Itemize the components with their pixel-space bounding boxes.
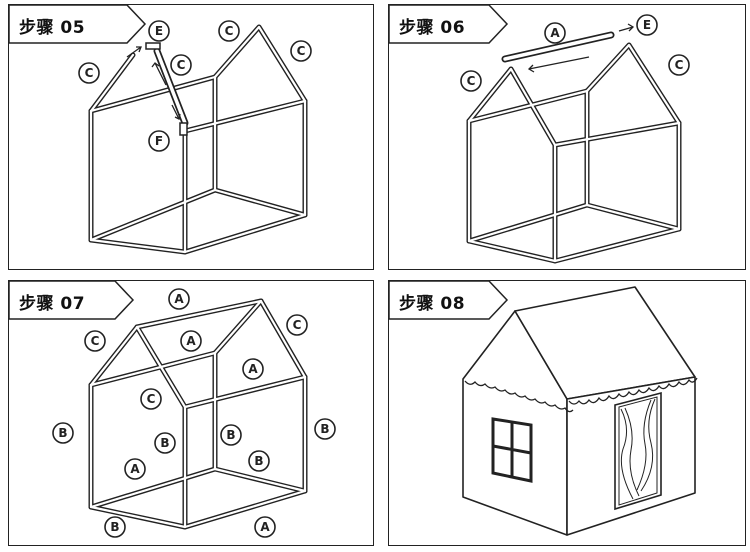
step-05-tag-shape: [9, 5, 147, 44]
svg-text:C: C: [467, 74, 476, 88]
step-05-title: 步骤 05: [19, 18, 86, 38]
step-06-tag-shape: [389, 5, 509, 44]
svg-text:F: F: [155, 134, 163, 148]
part-label-b: B: [314, 418, 336, 440]
svg-text:E: E: [155, 24, 163, 38]
part-label-c: C: [84, 330, 106, 352]
step-08-title: 步骤 08: [399, 294, 466, 314]
step-07-tag-shape: [9, 281, 135, 320]
part-label-c: C: [170, 54, 192, 76]
tent-door-curtain-right: [636, 398, 656, 492]
part-label-a: A: [242, 358, 264, 380]
step-08-tent-diagram: [462, 286, 698, 536]
tent-door: [614, 391, 662, 511]
part-label-c: C: [140, 388, 162, 410]
step-06-frame-diagram: A E C C: [460, 14, 690, 264]
tent-scallop-trim-side: [568, 377, 698, 405]
step-07-title: 步骤 07: [19, 294, 86, 314]
svg-text:C: C: [91, 334, 100, 348]
tent-window: [491, 417, 533, 483]
step-05-frame-diagram: E C C C C F: [78, 20, 312, 255]
part-label-b: B: [52, 422, 74, 444]
part-label-f: F: [148, 130, 170, 152]
step-05-panel: 步骤 05: [8, 4, 374, 270]
svg-text:B: B: [226, 428, 235, 442]
part-label-b: B: [154, 432, 176, 454]
step-08-tag-shape: [389, 281, 509, 320]
part-label-b: B: [220, 424, 242, 446]
svg-text:A: A: [248, 362, 258, 376]
step-06-title: 步骤 06: [399, 18, 466, 38]
step-07-frame-diagram: A C A C A C B B B B B A B A: [52, 288, 336, 538]
svg-text:B: B: [110, 520, 119, 534]
step-06-panel: 步骤 06 A E C: [388, 4, 746, 270]
svg-text:C: C: [675, 58, 684, 72]
part-label-b: B: [104, 516, 126, 538]
part-label-a: A: [168, 288, 190, 310]
part-label-c: C: [460, 70, 482, 92]
step-08-panel: 步骤 08: [388, 280, 746, 546]
svg-text:B: B: [160, 436, 169, 450]
part-label-a: A: [544, 22, 566, 44]
svg-text:C: C: [297, 44, 306, 58]
svg-text:E: E: [643, 18, 651, 32]
part-label-a: A: [254, 516, 276, 538]
svg-text:C: C: [177, 58, 186, 72]
svg-text:A: A: [550, 26, 560, 40]
part-label-c: C: [78, 62, 100, 84]
part-label-a: A: [124, 458, 146, 480]
svg-text:B: B: [254, 454, 263, 468]
svg-text:B: B: [58, 426, 67, 440]
part-label-c: C: [668, 54, 690, 76]
part-label-a: A: [180, 330, 202, 352]
tent-door-curtain-left: [620, 407, 640, 500]
svg-text:C: C: [225, 24, 234, 38]
step-07-panel: 步骤 07 A C A C A C: [8, 280, 374, 546]
part-label-c: C: [218, 20, 240, 42]
svg-text:C: C: [293, 318, 302, 332]
svg-text:C: C: [147, 392, 156, 406]
tent-scallop-trim-front: [464, 380, 574, 413]
part-label-c: C: [290, 40, 312, 62]
part-label-c: C: [286, 314, 308, 336]
svg-text:A: A: [260, 520, 270, 534]
svg-text:C: C: [85, 66, 94, 80]
part-label-b: B: [248, 450, 270, 472]
svg-text:A: A: [186, 334, 196, 348]
part-label-e: E: [148, 20, 170, 42]
svg-text:A: A: [174, 292, 184, 306]
svg-text:B: B: [320, 422, 329, 436]
svg-text:A: A: [130, 462, 140, 476]
part-label-e: E: [636, 14, 658, 36]
